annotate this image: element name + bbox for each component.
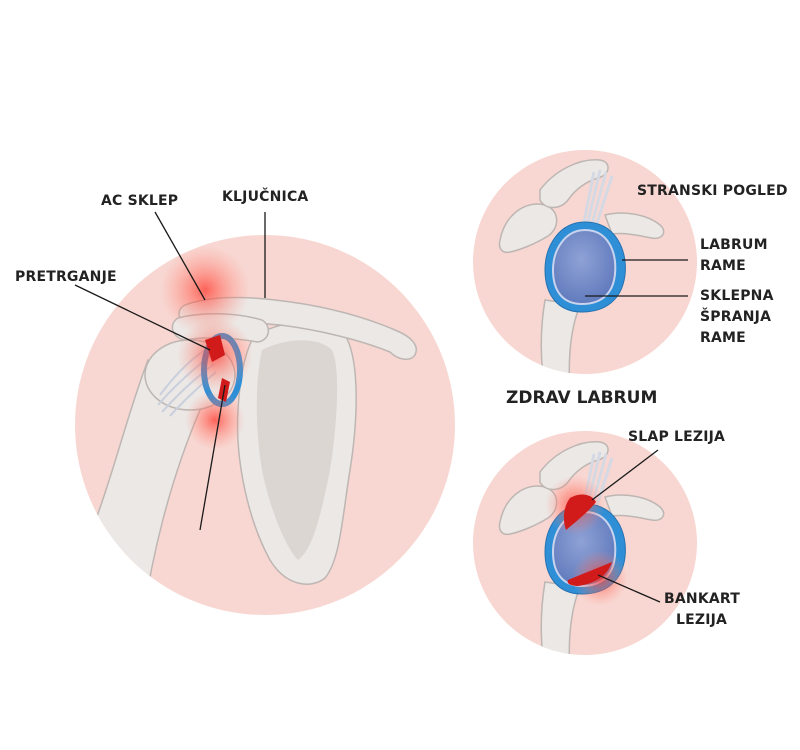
ac-joint-glow bbox=[160, 245, 250, 335]
label-labrum-line2: RAME bbox=[700, 258, 746, 274]
label-socket-line3: RAME bbox=[700, 330, 746, 346]
label-ac-joint: AC SKLEP bbox=[101, 193, 178, 209]
leader-slap bbox=[591, 449, 659, 501]
slap-lesion bbox=[563, 494, 596, 530]
scapula-ridge bbox=[256, 340, 338, 560]
scapula-neck-bone bbox=[540, 299, 582, 374]
main-shoulder-view: AC SKLEP KLJUČNICA PRETRGANJE bbox=[15, 187, 455, 615]
label-labrum-line1: LABRUM bbox=[700, 237, 768, 253]
biceps-tendon bbox=[582, 169, 614, 227]
healthy-labrum-view: STRANSKI POGLED LABRUM RAME SKLEPNA ŠPRA… bbox=[473, 150, 788, 374]
coracoid-bone bbox=[498, 203, 558, 254]
healthy-labrum-title: ZDRAV LABRUM bbox=[506, 388, 657, 408]
lower-glow bbox=[185, 390, 245, 450]
label-bankart-line2: LEZIJA bbox=[676, 612, 727, 628]
leader-bankart bbox=[597, 574, 661, 603]
label-socket-line1: SKLEPNA bbox=[700, 288, 774, 304]
label-tear: PRETRGANJE bbox=[15, 269, 117, 285]
bankart-lesion bbox=[567, 562, 612, 586]
scapula-neck-bone-2 bbox=[540, 581, 582, 655]
label-clavicle: KLJUČNICA bbox=[222, 187, 308, 205]
glenoid-socket bbox=[551, 228, 617, 306]
label-socket-line2: ŠPRANJA bbox=[700, 307, 771, 325]
spine-process-bone-2 bbox=[604, 494, 665, 522]
injured-labrum-view: SLAP LEZIJA BANKART LEZIJA bbox=[473, 429, 740, 655]
leader-tear bbox=[74, 284, 211, 351]
label-slap: SLAP LEZIJA bbox=[628, 429, 725, 445]
spine-process-bone bbox=[604, 212, 665, 240]
leader-lower bbox=[199, 384, 226, 531]
tear-mark bbox=[205, 335, 225, 362]
leader-ac-joint bbox=[154, 211, 206, 301]
label-bankart-line1: BANKART bbox=[664, 591, 740, 607]
label-side-view: STRANSKI POGLED bbox=[637, 183, 788, 199]
